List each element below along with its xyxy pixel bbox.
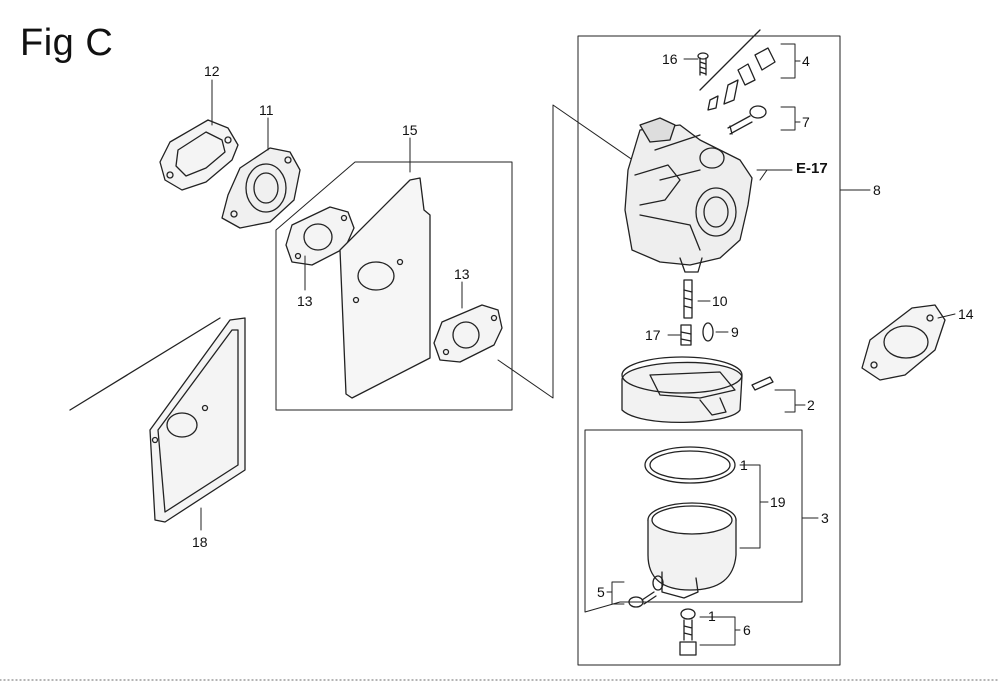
callout-12: 12 [204,63,220,79]
part-8-carburetor-body [624,117,753,273]
callout-1-washer: 1 [708,608,716,624]
callout-6: 6 [743,622,751,638]
part-4-pilot-screw [699,29,776,111]
callout-8: 8 [873,182,881,198]
part-10-main-jet [683,279,693,319]
part-13-gasket-left [285,206,355,266]
leader-lines [200,43,956,646]
part-17-jet [680,324,692,346]
connector-line [497,104,641,399]
callout-1-gasket: 1 [740,457,748,473]
part-2-float-pin [751,376,774,391]
part-12-gasket [159,119,239,191]
float-assembly [621,356,743,424]
callout-e17: E-17 [796,160,828,177]
group-8-outline [577,35,841,666]
part-18-plate [69,317,246,523]
callout-5: 5 [597,584,605,600]
callout-7: 7 [802,114,810,130]
callout-18: 18 [192,534,208,550]
part-5-drain-screw [628,575,664,608]
part-16-screw [697,52,709,76]
callout-3: 3 [821,510,829,526]
callout-17: 17 [645,327,661,343]
callout-2: 2 [807,397,815,413]
callout-19: 19 [770,494,786,510]
callout-10: 10 [712,293,728,309]
group-3-outline [584,429,803,613]
callout-13-left: 13 [297,293,313,309]
callout-11: 11 [259,102,274,118]
callout-16: 16 [662,51,678,67]
part-6-bolt [679,608,697,656]
part-1-float-chamber-gasket [644,446,736,484]
part-13-gasket-right [433,304,503,363]
part-7-screw [727,105,767,135]
callout-15: 15 [402,122,418,138]
callout-13-right: 13 [454,266,470,282]
float-chamber-bowl [647,502,737,599]
callout-14: 14 [958,306,974,322]
part-14-gasket [861,304,946,381]
part-9-o-ring [702,322,714,342]
part-11-insulator [221,147,301,229]
part-15-plate [339,177,431,399]
callout-9: 9 [731,324,739,340]
group-15-outline [275,161,513,411]
figure-title: Fig C [20,22,114,64]
callout-4: 4 [802,53,810,69]
